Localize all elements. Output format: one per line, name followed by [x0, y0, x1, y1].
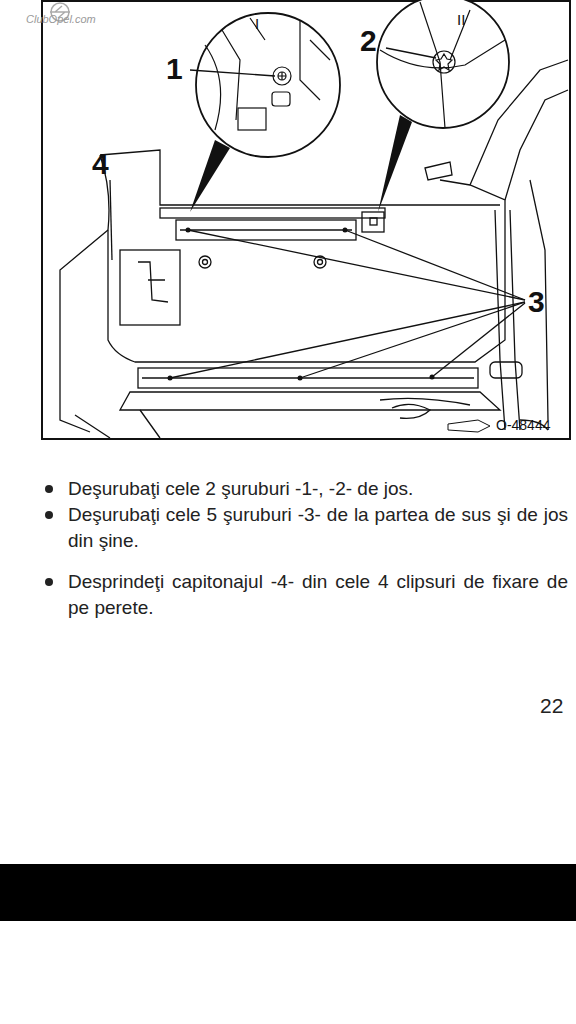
callout-number: 4 [92, 147, 109, 180]
callout-number: 3 [528, 285, 545, 318]
leader-dot [168, 228, 435, 381]
black-band [0, 864, 576, 921]
callout-number: 1 [166, 52, 183, 85]
instruction-text: Desprindeţi capitonajul -4- din cele 4 c… [68, 569, 568, 620]
inset-label: II [457, 12, 465, 29]
figure-marker [448, 420, 490, 432]
inset-label: I [255, 16, 259, 33]
detail-inset [377, 0, 509, 128]
screw-detail [205, 18, 330, 130]
figure-code: O-48444 [496, 418, 550, 433]
bullet-dot [45, 485, 53, 586]
detail-inset [196, 13, 340, 157]
watermark: ClubOpel.com [26, 13, 96, 25]
inset-pointer [190, 115, 412, 212]
instruction-text: Deşurubaţi cele 5 şuruburi -3- de la par… [68, 502, 568, 553]
torx-screw-detail [380, 2, 505, 128]
page-number: 22 [540, 694, 563, 717]
callout-number: 2 [360, 24, 377, 57]
instruction-text: Deşurubaţi cele 2 şuruburi -1-, -2- de j… [68, 476, 568, 502]
leader-line [110, 48, 525, 378]
